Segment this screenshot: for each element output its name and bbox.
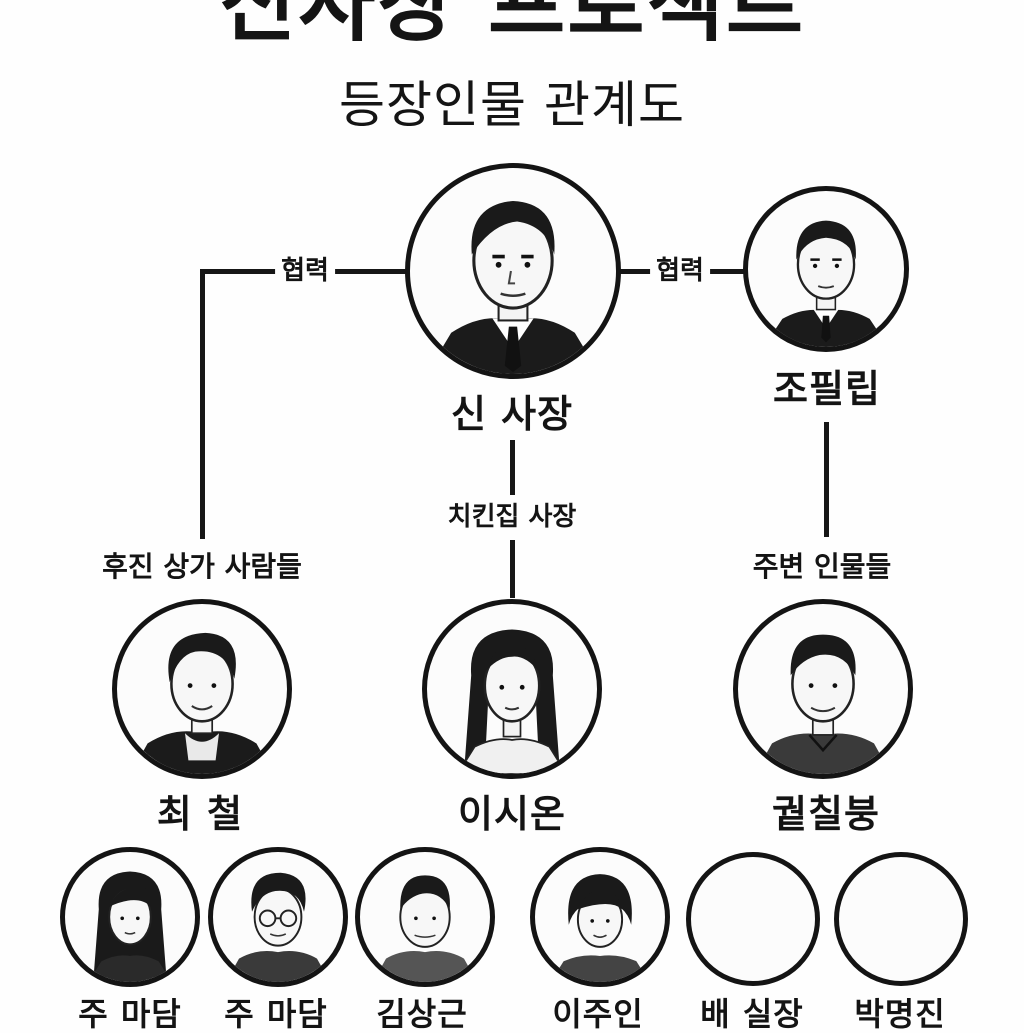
right-mid-character-name: 궡칠붕: [772, 792, 880, 836]
bottom-name-4: 이주인: [552, 995, 644, 1033]
bottom-portrait-6: [834, 852, 968, 986]
connector-right-vertical: [824, 422, 829, 537]
man-glasses-portrait-icon: [226, 872, 330, 982]
page-title: 신사장 프로젝트: [218, 0, 806, 53]
relation-label-right: 협력: [650, 256, 710, 286]
right-character-name: 조필립: [773, 367, 881, 411]
center-mid-character-portrait: [422, 599, 602, 779]
bottom-portrait-2: [208, 847, 348, 987]
group-label-left: 후진 상가 사람들: [96, 551, 308, 583]
left-mid-character-portrait: [112, 599, 292, 779]
man-portrait-icon: [373, 875, 477, 982]
man-suit-portrait-icon: [426, 200, 600, 374]
center-mid-character-name: 이시온: [458, 792, 566, 836]
left-mid-character-name: 최 철: [156, 792, 244, 836]
connector-center-bottom: [510, 540, 515, 598]
bottom-name-6: 박명진: [854, 995, 946, 1033]
bottom-name-5: 배 실장: [700, 995, 804, 1033]
bottom-portrait-5: [686, 852, 820, 986]
right-character-portrait: [743, 186, 909, 352]
woman-short-hair-portrait-icon: [550, 874, 650, 982]
bottom-name-3: 김상근: [376, 995, 468, 1033]
woman-long-hair-portrait-icon: [456, 629, 568, 774]
bottom-portrait-3: [355, 847, 495, 987]
woman-portrait-icon: [88, 871, 172, 982]
bottom-name-1: 주 마담: [78, 995, 182, 1033]
young-man-portrait-icon: [763, 220, 889, 347]
main-character-portrait: [405, 163, 621, 379]
group-label-right: 주변 인물들: [746, 551, 898, 583]
page-subtitle: 등장인물 관계도: [339, 76, 685, 134]
connector-center-top: [510, 440, 515, 495]
main-character-name: 신 사장: [450, 392, 574, 436]
bottom-portrait-1: [60, 847, 200, 987]
bottom-name-2: 주 마담: [224, 995, 328, 1033]
connector-left-vertical: [200, 269, 205, 539]
man-jacket-portrait-icon: [130, 632, 274, 774]
man-shirt-portrait-icon: [755, 634, 891, 774]
relation-label-left: 협력: [275, 256, 335, 286]
relation-label-center: 치킨집 사장: [441, 502, 583, 532]
bottom-portrait-4: [530, 847, 670, 987]
right-mid-character-portrait: [733, 599, 913, 779]
